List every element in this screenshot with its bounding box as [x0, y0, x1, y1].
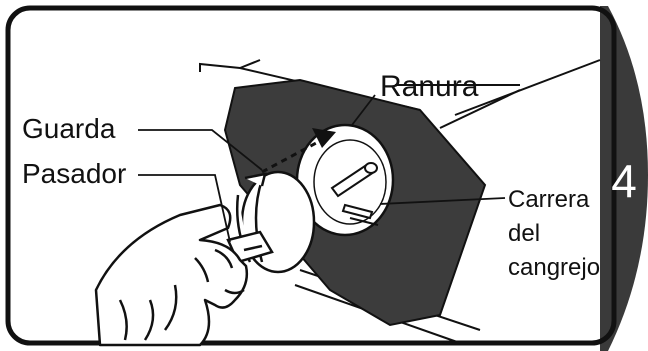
label-pasador: Pasador	[22, 160, 126, 188]
label-carrera-line2: del	[508, 222, 540, 246]
label-carrera-line3: cangrejo	[508, 256, 600, 280]
label-carrera-line1: Carrera	[508, 188, 589, 212]
label-guarda: Guarda	[22, 115, 115, 143]
step-number: 4	[600, 158, 648, 204]
hand-illustration	[96, 205, 247, 345]
label-ranura: Ranura	[380, 72, 478, 102]
